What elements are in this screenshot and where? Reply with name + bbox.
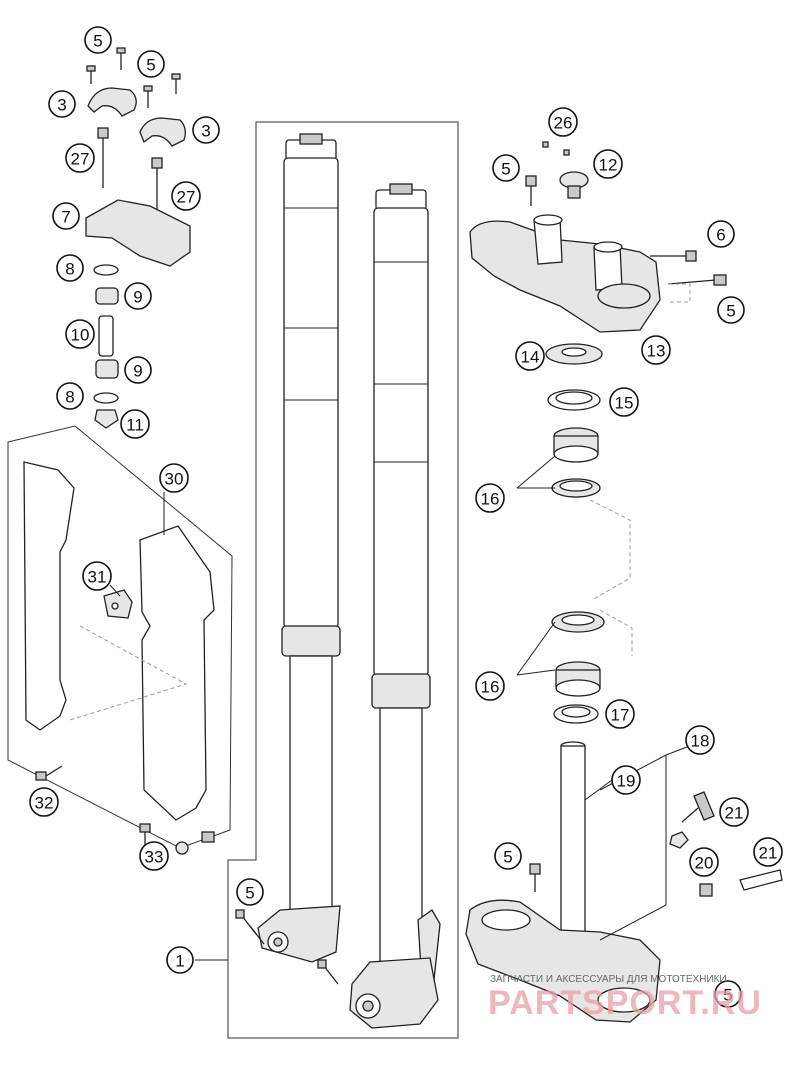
svg-text:8: 8: [65, 388, 74, 407]
callout-9-lower: 9: [124, 356, 152, 384]
callout-14: 14: [515, 341, 545, 371]
callout-19: 19: [611, 765, 641, 795]
svg-text:27: 27: [71, 150, 90, 169]
svg-text:5: 5: [146, 56, 155, 75]
callout-13: 13: [641, 335, 671, 365]
svg-text:16: 16: [481, 678, 500, 697]
svg-text:5: 5: [93, 32, 102, 51]
callout-3-right: 3: [192, 116, 220, 144]
svg-text:6: 6: [716, 226, 725, 245]
callout-20: 20: [689, 847, 719, 877]
svg-text:13: 13: [647, 342, 666, 361]
svg-text:18: 18: [691, 732, 710, 751]
svg-text:16: 16: [481, 490, 500, 509]
steering-stem-lower-clamp: [465, 741, 783, 1023]
upper-triple-clamp: [469, 141, 727, 333]
callout-32: 32: [29, 787, 59, 817]
steering-bearing-stack: [545, 343, 633, 724]
svg-text:9: 9: [133, 288, 142, 307]
callout-18: 18: [685, 725, 715, 755]
watermark: ЗАПЧАСТИ И АКСЕССУАРЫ ДЛЯ МОТОТЕХНИКИ PA…: [488, 974, 762, 1022]
fork-guard-frame: [7, 425, 233, 849]
callout-5-stem: 5: [494, 842, 522, 870]
callouts: 5 5 3 3 27 27 7 8 9 10 9 8 11 30 31 32 3…: [29, 26, 783, 1008]
svg-text:32: 32: [35, 794, 54, 813]
callout-12: 12: [593, 149, 623, 179]
callout-9-upper: 9: [124, 282, 152, 310]
svg-text:10: 10: [71, 326, 90, 345]
fork-assembly-frame: [227, 121, 459, 1039]
svg-text:5: 5: [726, 302, 735, 321]
watermark-logo: PARTSPORT.RU: [488, 984, 762, 1022]
callout-30: 30: [159, 463, 189, 493]
callout-5-right: 5: [717, 296, 745, 324]
svg-text:1: 1: [175, 952, 184, 971]
callout-1: 1: [166, 946, 194, 974]
svg-text:31: 31: [88, 568, 107, 587]
svg-text:9: 9: [133, 362, 142, 381]
leader-lines: [109, 455, 701, 961]
callout-27-right: 27: [171, 181, 201, 211]
svg-text:21: 21: [759, 844, 778, 863]
callout-3-left: 3: [48, 90, 76, 118]
svg-text:5: 5: [723, 986, 732, 1005]
svg-text:3: 3: [201, 122, 210, 141]
callout-16-upper: 16: [475, 483, 505, 513]
callout-8-lower: 8: [56, 382, 84, 410]
callout-21-lower: 21: [753, 837, 783, 867]
svg-text:33: 33: [145, 848, 164, 867]
svg-text:7: 7: [61, 208, 70, 227]
callout-6: 6: [707, 220, 735, 248]
svg-text:21: 21: [725, 804, 744, 823]
callout-15: 15: [609, 387, 639, 417]
fork-guards: [23, 461, 215, 855]
svg-text:27: 27: [177, 188, 196, 207]
callout-33: 33: [139, 841, 169, 871]
callout-26: 26: [548, 107, 578, 137]
svg-text:3: 3: [57, 96, 66, 115]
callout-5-axle: 5: [236, 878, 264, 906]
callout-8-upper: 8: [56, 254, 84, 282]
callout-5-upper-clamp: 5: [492, 154, 520, 182]
callout-5-top-left: 5: [84, 26, 112, 54]
handlebar-clamp-group: [85, 47, 191, 429]
svg-text:17: 17: [611, 706, 630, 725]
watermark-caption: ЗАПЧАСТИ И АКСЕССУАРЫ ДЛЯ МОТОТЕХНИКИ: [490, 974, 727, 985]
callout-16-lower: 16: [475, 671, 505, 701]
callout-31: 31: [82, 561, 112, 591]
svg-text:5: 5: [245, 884, 254, 903]
callout-27-left: 27: [65, 143, 95, 173]
svg-text:19: 19: [617, 772, 636, 791]
svg-text:30: 30: [165, 470, 184, 489]
callout-5-clamp: 5: [137, 50, 165, 78]
svg-text:5: 5: [501, 160, 510, 179]
callout-7: 7: [52, 202, 80, 230]
svg-text:20: 20: [695, 854, 714, 873]
svg-text:15: 15: [615, 394, 634, 413]
callout-10: 10: [65, 319, 95, 349]
svg-text:14: 14: [521, 348, 540, 367]
svg-text:8: 8: [65, 260, 74, 279]
svg-text:26: 26: [554, 114, 573, 133]
svg-text:12: 12: [599, 156, 618, 175]
callout-5-lower-clamp: 5: [714, 980, 742, 1008]
callout-17: 17: [605, 699, 635, 729]
svg-text:11: 11: [126, 416, 144, 435]
callout-21-upper: 21: [719, 797, 749, 827]
svg-text:5: 5: [503, 848, 512, 867]
callout-11: 11: [120, 409, 150, 439]
front-fork-legs: [235, 133, 441, 1029]
